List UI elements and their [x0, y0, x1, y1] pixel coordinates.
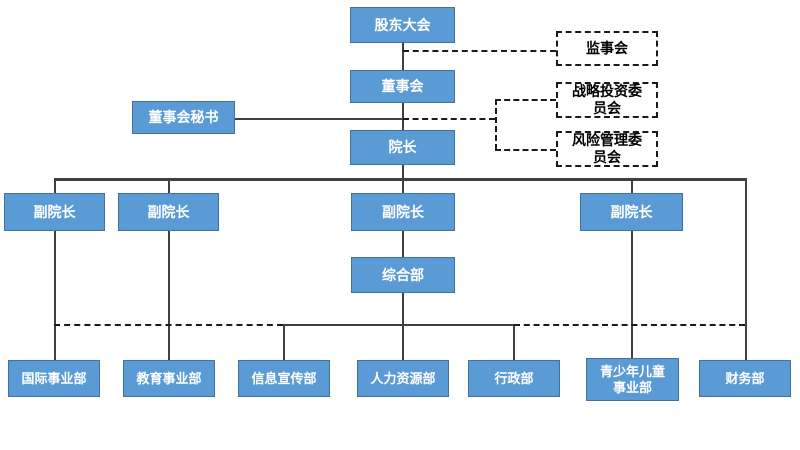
connector-lower-bus-dashed-right — [514, 324, 745, 326]
node-board-secretary: 董事会秘书 — [132, 101, 235, 134]
node-vice-dean-3: 副院长 — [351, 193, 455, 231]
node-label: 风险管理委员会 — [572, 132, 642, 165]
connector-vice2-edu — [168, 231, 170, 360]
connector-bracket-risk — [495, 149, 556, 151]
node-dean: 院长 — [350, 130, 455, 165]
connector-trunk-committees — [403, 118, 495, 120]
node-label: 财务部 — [725, 370, 765, 386]
node-youth-children-dept: 青少年儿童事业部 — [586, 358, 679, 401]
connector-vice1-intl — [54, 231, 56, 360]
node-label: 董事会秘书 — [148, 109, 219, 126]
node-hr-dept: 人力资源部 — [357, 360, 449, 397]
node-label: 人力资源部 — [370, 370, 436, 386]
connector-bus-info — [283, 324, 285, 360]
node-international-dept: 国际事业部 — [8, 360, 100, 397]
node-label: 行政部 — [494, 370, 534, 386]
connector-general-hr — [402, 293, 404, 360]
node-label: 信息宣传部 — [251, 370, 317, 386]
node-vice-dean-1: 副院长 — [4, 193, 105, 231]
node-vice-dean-2: 副院长 — [118, 193, 219, 231]
node-label: 教育事业部 — [136, 370, 202, 386]
connector-secretary-trunk — [235, 118, 403, 120]
node-label: 副院长 — [33, 203, 76, 220]
node-supervisory-board: 监事会 — [556, 31, 658, 66]
node-shareholders-meeting: 股东大会 — [350, 7, 455, 43]
node-vice-dean-4: 副院长 — [580, 193, 683, 231]
node-general-dept: 综合部 — [351, 257, 455, 293]
connector-committee-bracket — [495, 99, 497, 150]
connector-lower-bus-solid — [283, 324, 514, 326]
node-label: 副院长 — [147, 203, 190, 220]
node-board-of-directors: 董事会 — [350, 70, 455, 103]
node-label: 综合部 — [382, 266, 424, 283]
node-label: 副院长 — [382, 203, 424, 220]
connector-bus-admin — [513, 324, 515, 360]
node-label: 国际事业部 — [21, 370, 87, 386]
node-admin-dept: 行政部 — [468, 360, 560, 397]
connector-bracket-strategic — [495, 99, 556, 101]
node-label: 副院长 — [610, 203, 653, 220]
connector-vice-dean-bus — [54, 178, 747, 181]
node-label: 股东大会 — [374, 16, 431, 33]
connector-board-dean — [402, 103, 404, 130]
node-label: 董事会 — [381, 78, 424, 95]
node-info-publicity-dept: 信息宣传部 — [238, 360, 330, 397]
node-label: 监事会 — [586, 40, 628, 57]
connector-bus-vice4 — [631, 178, 633, 193]
node-finance-dept: 财务部 — [699, 360, 791, 397]
connector-vice4-youth — [631, 231, 633, 358]
node-strategic-investment-committee: 战略投资委员会 — [556, 82, 658, 118]
connector-bus-finance — [745, 178, 747, 360]
node-education-dept: 教育事业部 — [123, 360, 215, 397]
connector-lower-bus-dashed-left — [54, 324, 283, 326]
connector-bus-vice2 — [168, 178, 170, 193]
node-label: 青少年儿童事业部 — [599, 363, 665, 395]
node-label: 战略投资委员会 — [572, 83, 642, 116]
node-label: 院长 — [388, 139, 417, 156]
node-risk-management-committee: 风险管理委员会 — [556, 131, 658, 167]
connector-vice3-general — [402, 231, 404, 257]
connector-trunk-supervisory — [403, 50, 556, 52]
connector-bus-vice1 — [54, 178, 56, 193]
connector-shareholders-board — [402, 43, 404, 70]
